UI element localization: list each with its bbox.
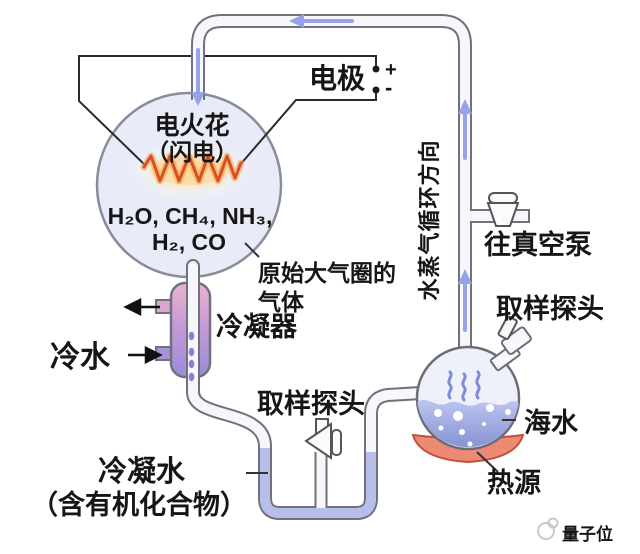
leader-lines — [244, 242, 516, 474]
minus-sign: - — [385, 75, 392, 100]
vacuum-stopcock-cap — [488, 192, 518, 204]
flow-arrow-top-icon — [289, 14, 304, 28]
gases-formula-line1: H₂O, CH₄, NH₃, — [108, 203, 273, 229]
spark-label-line1: 电火花 — [154, 112, 229, 140]
condensed-water-label-line2: （含有机化合物） — [31, 489, 247, 520]
sea-water-liquid — [417, 399, 519, 448]
watermark-text: 量子位 — [562, 524, 613, 544]
right-sampling-probe — [489, 315, 532, 372]
flow-arrow-down-icon — [191, 92, 205, 106]
vapor-direction-label: 水蒸气循环方向 — [417, 139, 442, 300]
steam-icon — [447, 370, 481, 402]
sea-water-label: 海水 — [524, 408, 579, 438]
spark-zigzag — [140, 152, 245, 185]
condenser-label: 冷凝器 — [216, 312, 298, 342]
probe-cap — [497, 315, 518, 340]
bottom-stopcock — [304, 418, 342, 460]
atmosphere-label-line2: 气体 — [257, 289, 305, 315]
wire-negative — [238, 90, 377, 167]
flow-arrow-up2-icon — [458, 269, 472, 284]
cooling-water-arrows — [123, 297, 163, 365]
condensed-liquid — [260, 448, 376, 518]
wire-positive — [78, 55, 377, 167]
bubbles — [434, 404, 511, 447]
sampling-probe-bottom-label: 取样探头 — [257, 388, 365, 419]
terminal-negative-dot — [372, 86, 380, 94]
electrode-label: 电极 — [309, 63, 365, 94]
atmosphere-label-line1: 原始大气圈的 — [258, 260, 396, 286]
flow-arrow-up1-icon — [458, 99, 472, 114]
sea-water-flask — [415, 345, 521, 451]
heat-source-leader — [476, 451, 499, 473]
heat-source-label: 热源 — [487, 468, 541, 498]
electrode-wires — [78, 55, 377, 167]
vacuum-pump-label: 往真空泵 — [484, 229, 592, 260]
vacuum-stopcock — [486, 192, 520, 227]
stopcock-handle — [331, 429, 342, 456]
watermark-logo-icon — [537, 522, 555, 540]
water-in-arrow-icon — [144, 345, 163, 365]
watermark-logo-icon-small — [547, 517, 559, 529]
atmosphere-leader — [244, 242, 260, 258]
flow-arrows — [191, 14, 472, 332]
cold-water-label: 冷水 — [50, 341, 111, 374]
condenser — [155, 281, 212, 379]
watermark: 量子位 — [537, 517, 613, 544]
water-out-arrow-icon — [123, 297, 142, 317]
condensate-droplets — [188, 331, 195, 382]
sampling-probe-right-label: 取样探头 — [496, 293, 604, 324]
terminal-positive-dot — [372, 65, 380, 73]
condensed-water-label-line1: 冷凝水 — [98, 455, 186, 488]
probe-body — [500, 326, 532, 355]
gases-formula-line2: H₂, CO — [152, 229, 226, 255]
plus-sign: + — [385, 59, 397, 81]
spark-label-line2: （闪电） — [146, 139, 238, 165]
